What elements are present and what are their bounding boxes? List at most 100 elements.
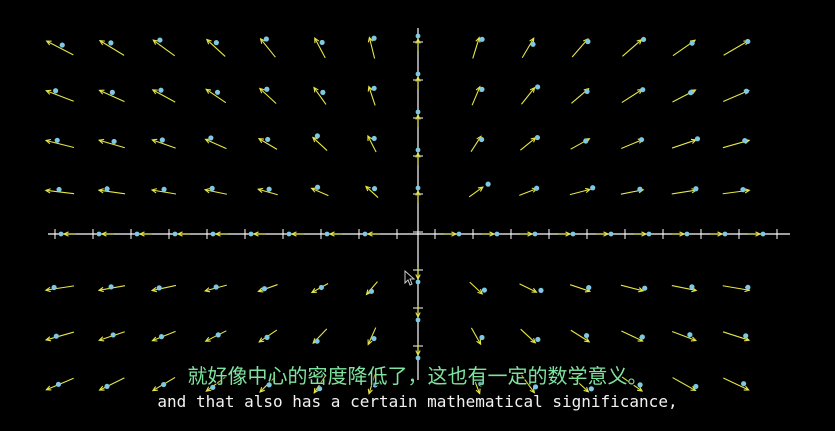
particle-dot: [158, 334, 165, 340]
vector-arrow: [205, 376, 226, 392]
vector-arrow: [671, 138, 698, 149]
particle-dot: [642, 285, 648, 291]
particle-dot: [415, 109, 421, 115]
particle-dot: [156, 285, 162, 291]
particle-dot: [96, 231, 102, 237]
vector-arrow: [415, 305, 421, 319]
vector-arrow: [367, 374, 376, 395]
mouse-pointer-icon: [404, 270, 416, 286]
vector-arrow: [45, 89, 74, 102]
particle-dot: [741, 381, 747, 387]
vector-arrow: [621, 376, 644, 392]
vector-arrow: [521, 86, 536, 105]
particle-dot: [317, 386, 323, 392]
vector-arrow: [415, 37, 421, 51]
particle-dot: [640, 36, 647, 43]
vector-arrow: [469, 281, 484, 295]
vector-arrow: [176, 231, 190, 237]
vector-arrow: [367, 36, 376, 59]
particle-dot: [722, 231, 728, 237]
vector-arrow: [259, 37, 276, 58]
particle-dot: [319, 39, 325, 46]
particle-dot: [318, 284, 324, 291]
vector-arrow: [710, 231, 724, 237]
vector-arrow: [520, 136, 537, 151]
vector-arrow: [313, 86, 327, 105]
particle-dot: [209, 185, 215, 191]
vector-arrow: [310, 187, 329, 197]
vector-arrow: [150, 284, 177, 293]
particle-dot: [415, 71, 421, 77]
particle-dot: [371, 335, 377, 342]
particle-dot: [583, 332, 590, 339]
vector-arrows: [44, 36, 762, 395]
particle-dot: [53, 333, 59, 339]
vector-arrow: [205, 38, 226, 57]
particle-dot: [456, 231, 462, 237]
particle-dot: [481, 287, 487, 293]
vector-arrow: [558, 231, 572, 237]
vector-arrow: [468, 186, 484, 198]
particle-dot: [59, 42, 65, 48]
particle-dot: [266, 186, 272, 192]
particles: [51, 33, 766, 392]
vector-arrow: [672, 377, 697, 392]
particle-dot: [586, 284, 592, 291]
particle-dot: [745, 284, 751, 290]
vector-arrow: [366, 231, 380, 237]
vector-arrow: [415, 267, 421, 281]
vector-arrow: [257, 137, 278, 150]
particle-dot: [161, 381, 167, 388]
particle-dot: [58, 231, 64, 237]
vector-arrow: [311, 136, 328, 151]
vector-arrow: [671, 188, 698, 195]
particle-dot: [372, 382, 378, 388]
particle-dot: [639, 334, 645, 340]
vector-arrow: [204, 138, 227, 150]
particle-dot: [213, 284, 219, 290]
vector-arrow: [571, 375, 590, 393]
vector-arrow: [415, 343, 421, 357]
particle-dot: [104, 186, 110, 192]
particle-dot: [415, 355, 421, 361]
particle-dot: [210, 231, 216, 237]
particle-dot: [415, 33, 421, 39]
particle-dot: [415, 147, 421, 153]
particle-dot: [286, 231, 292, 237]
vector-arrow: [258, 87, 277, 104]
particle-dot: [248, 231, 254, 237]
particle-dot: [266, 382, 272, 388]
vector-arrow: [471, 85, 481, 106]
vector-arrow: [444, 231, 458, 237]
vector-arrow: [472, 36, 481, 59]
vector-arrow: [672, 231, 686, 237]
vector-arrow: [290, 231, 304, 237]
vector-arrow: [257, 187, 278, 196]
particle-dot: [740, 187, 746, 193]
vector-arrow: [722, 285, 751, 293]
particle-dot: [371, 85, 377, 91]
vector-arrow: [415, 151, 421, 165]
particle-dot: [684, 231, 690, 237]
particle-dot: [104, 383, 110, 390]
particle-dot: [54, 137, 60, 143]
vector-arrow: [520, 328, 537, 344]
particle-dot: [261, 286, 268, 292]
vector-arrow: [205, 88, 227, 104]
particle-dot: [371, 186, 378, 192]
vector-arrow: [257, 284, 278, 293]
vector-arrow: [367, 327, 377, 346]
particle-dot: [694, 136, 701, 142]
vector-arrow: [98, 39, 125, 56]
particle-dot: [56, 186, 62, 193]
particle-dot: [51, 284, 57, 291]
vector-arrow: [570, 329, 591, 343]
particle-dot: [415, 317, 421, 323]
particle-dot: [693, 383, 699, 390]
vector-arrow: [671, 330, 698, 342]
particle-dot: [689, 284, 695, 290]
particle-dot: [479, 86, 485, 92]
particle-dot: [215, 332, 221, 338]
particle-dot: [530, 41, 536, 47]
vector-arrow: [471, 374, 481, 395]
